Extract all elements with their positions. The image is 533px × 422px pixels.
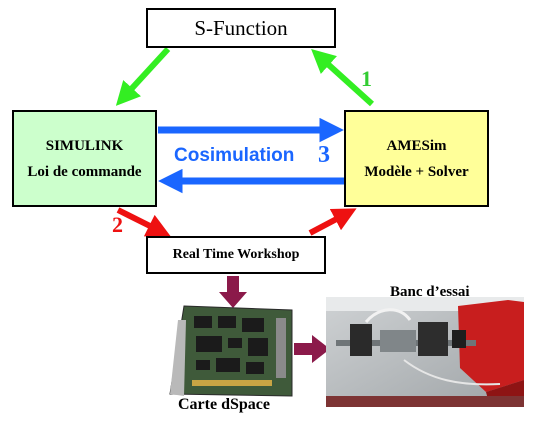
step-number-2: 2	[112, 212, 123, 237]
carte-dspace-label: Carte dSpace	[178, 396, 270, 413]
green-arrow-to-sfunction	[311, 48, 375, 107]
simulink-title: SIMULINK	[45, 137, 124, 154]
amesim-title: AMESim	[386, 137, 447, 154]
rtw-label: Real Time Workshop	[172, 247, 300, 262]
dspace-board-photo	[169, 305, 293, 397]
banc-essai-label: Banc d’essai	[390, 284, 470, 300]
sfunction-box: S-Function	[146, 8, 336, 48]
sfunction-label: S-Function	[194, 15, 288, 40]
simulink-box: SIMULINK Loi de commande	[12, 110, 157, 207]
amesim-subtitle: Modèle + Solver	[364, 163, 469, 180]
amesim-box: AMESim Modèle + Solver	[344, 110, 489, 207]
purple-arrow-right	[294, 335, 330, 363]
step-number-1: 1	[361, 66, 372, 91]
step-number-3: 3	[318, 142, 330, 168]
rtw-box: Real Time Workshop	[146, 236, 326, 274]
green-arrow-to-simulink	[115, 46, 171, 106]
purple-arrow-down	[219, 276, 247, 308]
simulink-subtitle: Loi de commande	[27, 163, 142, 180]
cosimulation-label: Cosimulation	[174, 145, 295, 166]
test-bench-photo	[326, 297, 524, 407]
red-arrow-to-rtw	[116, 207, 171, 237]
red-arrow-to-amesim	[308, 208, 357, 236]
